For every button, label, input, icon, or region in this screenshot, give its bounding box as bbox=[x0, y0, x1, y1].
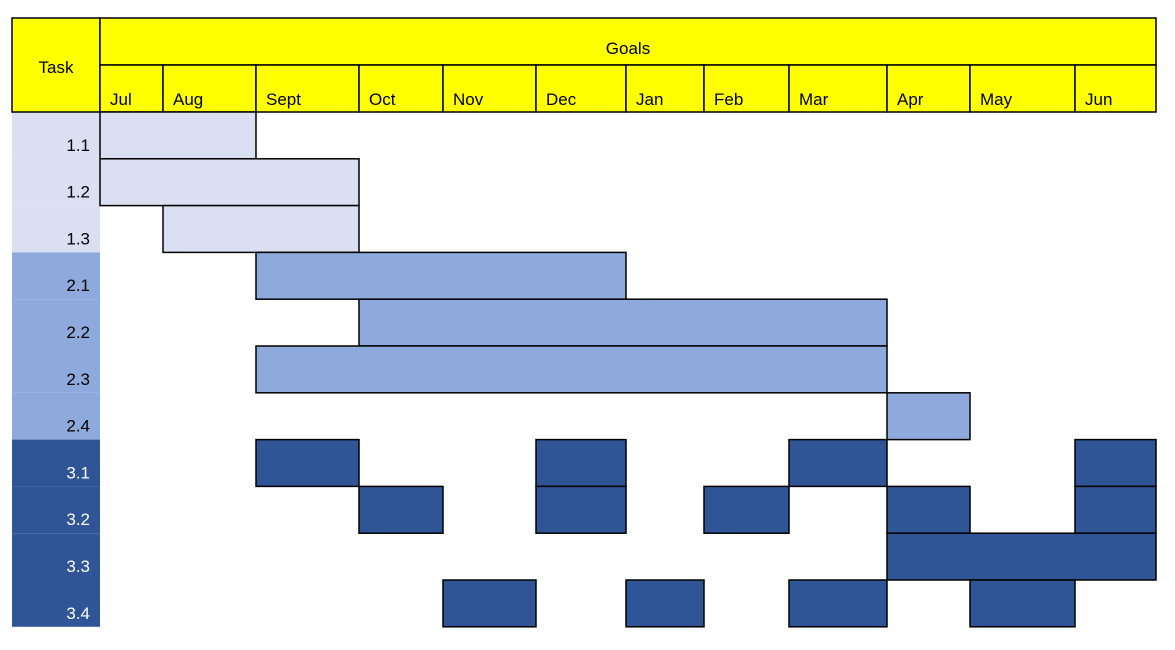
month-label: Aug bbox=[173, 90, 203, 109]
task-label: 1.2 bbox=[66, 183, 90, 202]
task-label: 3.3 bbox=[66, 557, 90, 576]
month-header-cell bbox=[1074, 64, 1157, 113]
task-label: 3.2 bbox=[66, 510, 90, 529]
task-label: 2.1 bbox=[66, 276, 90, 295]
month-label: May bbox=[980, 90, 1013, 109]
task-row-cell bbox=[12, 580, 100, 627]
month-header-cell bbox=[788, 64, 888, 113]
task-row-cell bbox=[12, 346, 100, 393]
goals-header-label: Goals bbox=[606, 39, 650, 58]
task-label: 1.1 bbox=[66, 136, 90, 155]
gantt-bar bbox=[703, 485, 790, 534]
gantt-bar bbox=[99, 158, 360, 207]
month-header-cell bbox=[535, 64, 627, 113]
task-row-cell bbox=[12, 112, 100, 159]
gantt-bar bbox=[788, 579, 888, 628]
gantt-bar bbox=[162, 204, 360, 254]
task-column-label: Task bbox=[39, 58, 74, 77]
gantt-bar bbox=[886, 485, 971, 534]
month-label: Apr bbox=[897, 90, 924, 109]
month-label: Jul bbox=[110, 90, 132, 109]
task-label: 2.2 bbox=[66, 323, 90, 342]
gantt-bar bbox=[535, 485, 627, 534]
task-label: 2.4 bbox=[66, 417, 90, 436]
month-header-cell bbox=[255, 64, 360, 113]
month-label: Dec bbox=[546, 90, 577, 109]
task-label: 3.1 bbox=[66, 463, 90, 482]
task-label: 1.3 bbox=[66, 229, 90, 248]
gantt-bar bbox=[625, 579, 705, 628]
gantt-bar bbox=[358, 298, 888, 347]
gantt-bar bbox=[1074, 438, 1157, 488]
gantt-bar bbox=[358, 485, 444, 534]
month-label: Jun bbox=[1085, 90, 1112, 109]
task-label: 3.4 bbox=[66, 604, 90, 623]
gantt-bar bbox=[255, 251, 627, 300]
gantt-bar bbox=[886, 392, 971, 441]
gantt-bar bbox=[99, 111, 257, 160]
gantt-bar bbox=[442, 579, 537, 628]
task-row-cell bbox=[12, 299, 100, 346]
month-label: Oct bbox=[369, 90, 396, 109]
task-row-cell bbox=[12, 158, 100, 206]
month-label: Feb bbox=[714, 90, 743, 109]
gantt-bar bbox=[535, 438, 627, 488]
month-header-cell bbox=[969, 64, 1076, 113]
month-label: Nov bbox=[453, 90, 484, 109]
gantt-bar bbox=[255, 345, 888, 394]
task-row-cell bbox=[12, 486, 100, 534]
gantt-bar bbox=[886, 532, 1157, 581]
gantt-bar bbox=[969, 579, 1076, 628]
month-label: Mar bbox=[799, 90, 829, 109]
month-header-cell bbox=[442, 64, 537, 113]
task-row-cell bbox=[12, 439, 100, 487]
gantt-bar bbox=[1074, 485, 1157, 534]
task-row-cell bbox=[12, 252, 100, 300]
task-label: 2.3 bbox=[66, 370, 90, 389]
month-label: Sept bbox=[266, 90, 301, 109]
task-row-cell bbox=[12, 392, 100, 440]
task-row-cell bbox=[12, 205, 100, 253]
gantt-bar bbox=[255, 438, 360, 488]
task-row-cell bbox=[12, 533, 100, 580]
goals-header-cell bbox=[99, 17, 1157, 66]
gantt-bar bbox=[788, 438, 888, 488]
month-header-cell bbox=[703, 64, 790, 113]
month-label: Jan bbox=[636, 90, 663, 109]
